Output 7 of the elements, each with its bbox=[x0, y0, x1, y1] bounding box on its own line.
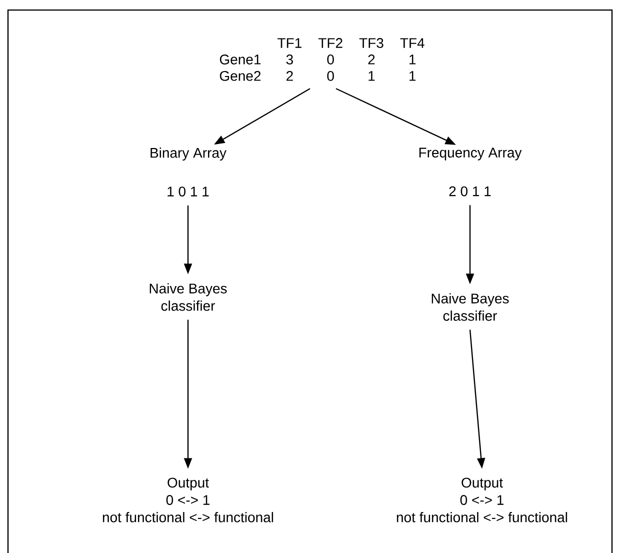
output-label: Output 0 <-> 1 not functional <-> functional bbox=[102, 478, 274, 522]
output-label: Output 0 <-> 1 not functional <-> functional bbox=[396, 478, 568, 522]
data-table: TF1 TF2 TF3 TF4 Gene1 3 0 2 1 Gene2 2 0 1 1 bbox=[220, 38, 424, 81]
classifier-label: Naive Bayes classifier bbox=[150, 283, 227, 311]
array-label: Frequency Array 2 0 1 1 bbox=[419, 148, 522, 196]
classifier-label: Naive Bayes classifier bbox=[432, 293, 509, 321]
array-label: Binary Array 1 0 1 1 bbox=[150, 148, 226, 196]
